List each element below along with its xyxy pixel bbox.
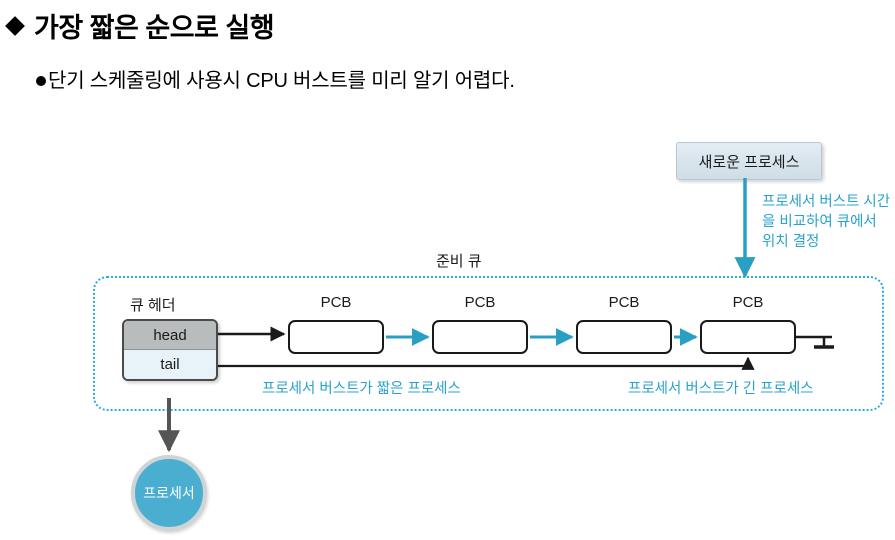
bullet-text: 단기 스케줄링에 사용시 CPU 버스트를 미리 알기 어렵다. (48, 70, 515, 92)
bullet-item: 단기 스케줄링에 사용시 CPU 버스트를 미리 알기 어렵다. (36, 64, 515, 93)
queue-header-box: head tail (122, 319, 218, 381)
processor-circle: 프로세서 (131, 455, 207, 531)
title-text: 가장 짧은 순으로 실행 (34, 13, 275, 43)
note-short-burst: 프로세서 버스트가 짧은 프로세스 (262, 381, 461, 397)
pcb-label-3: PCB (608, 294, 640, 311)
pcb-label-2: PCB (464, 294, 496, 311)
pcb-box-2 (432, 320, 528, 354)
pcb-box-3 (576, 320, 672, 354)
ready-queue-region (93, 276, 884, 411)
pcb-label-4: PCB (732, 294, 764, 311)
side-note-text: 프로세서 버스트 시간을 비교하여 큐에서 위치 결정 (762, 194, 891, 250)
ready-queue-label: 준비 큐 (436, 253, 482, 270)
pcb-box-4 (700, 320, 796, 354)
queue-header-tail-row: tail (124, 350, 216, 379)
queue-header-head-row: head (124, 321, 216, 350)
page-title: 가장 짧은 순으로 실행 (5, 6, 275, 45)
queue-header-label: 큐 헤더 (130, 297, 176, 314)
pcb-box-1 (288, 320, 384, 354)
new-process-box: 새로운 프로세스 (676, 142, 822, 180)
pcb-label-1: PCB (320, 294, 352, 311)
circle-bullet-icon (36, 76, 46, 86)
note-long-burst: 프로세서 버스트가 긴 프로세스 (628, 381, 814, 397)
